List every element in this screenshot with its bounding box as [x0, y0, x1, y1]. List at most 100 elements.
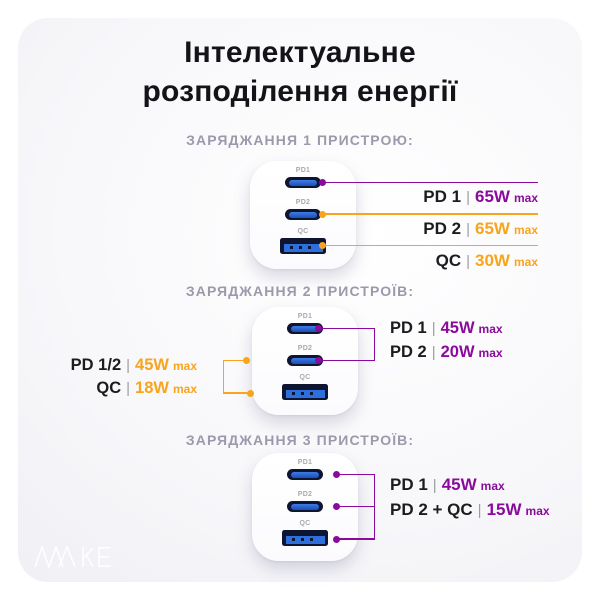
- charger-1-port-group-qc: QC: [250, 228, 356, 254]
- spec-max: max: [478, 346, 503, 360]
- spec-max: max: [513, 223, 538, 237]
- spec-separator: |: [432, 477, 437, 494]
- spec-port: PD 2: [423, 219, 462, 238]
- spec-value: 30W: [475, 250, 510, 270]
- port-label-qc: QC: [299, 374, 311, 381]
- port-label-pd2: PD2: [297, 491, 313, 498]
- spec-max: max: [513, 191, 538, 205]
- logo-letter-k-leg: [85, 555, 94, 568]
- spec-max: max: [513, 254, 538, 269]
- connector-line-s3-pd1: [336, 473, 375, 476]
- spec-value: 45W: [441, 475, 477, 494]
- port-label-pd1: PD1: [297, 313, 313, 320]
- spec-port: PD 1: [423, 187, 462, 206]
- spec-separator: |: [431, 344, 436, 361]
- connector-line-s2-pd2-left: [223, 359, 244, 362]
- charger-1-port-group-pd2: PD2: [250, 199, 356, 220]
- usb-c-port-pd1: [287, 323, 323, 334]
- connector-dot-s2-pd2: [314, 357, 322, 364]
- spec-separator: |: [466, 189, 470, 206]
- spec-value: 45W: [440, 319, 475, 337]
- spec-max: max: [480, 479, 505, 493]
- usb-c-port-pd2: [287, 501, 323, 512]
- spec-port: PD 1: [390, 319, 427, 337]
- spec-separator: |: [126, 356, 131, 374]
- connector-line-s1-pd2: [322, 213, 538, 215]
- section-1-heading: ЗАРЯДЖАННЯ 1 ПРИСТРОЮ:: [186, 132, 414, 148]
- connector-bracket-s2-left: [222, 359, 224, 394]
- connector-bracket-s2-right: [373, 327, 375, 362]
- connector-line-s2-qc-left: [223, 392, 248, 394]
- spec-max: max: [172, 358, 197, 373]
- usb-a-port-qc: [282, 530, 328, 546]
- page-title-line2: розподілення енергії: [142, 75, 458, 108]
- spec-port: PD 2: [390, 343, 427, 361]
- charger-1: PD1 PD2 QC: [250, 161, 356, 269]
- connector-line-s1-qc: [322, 244, 538, 247]
- connector-line-s1-pd1: [322, 181, 538, 184]
- usb-c-port-pd1: [287, 469, 323, 480]
- charger-3-port-group-pd2: PD2: [252, 491, 358, 512]
- port-label-qc: QC: [297, 228, 309, 235]
- usb-a-port-qc: [282, 384, 328, 400]
- connector-line-s2-pd2: [321, 359, 375, 362]
- connector-dot-s2-qc-left: [247, 389, 254, 397]
- port-label-pd1: PD1: [297, 459, 313, 466]
- spec-value: 65W: [475, 187, 510, 206]
- spec-value: 45W: [135, 355, 169, 374]
- spec-separator: |: [466, 252, 470, 270]
- port-label-pd2: PD2: [295, 199, 311, 206]
- spec-value: 15W: [486, 500, 522, 519]
- connector-line-s3-qc: [336, 538, 375, 540]
- usb-c-port-pd2: [285, 209, 321, 220]
- spec-port: QC: [96, 379, 122, 397]
- connector-bracket-s3-right: [373, 473, 375, 540]
- spec-value: 20W: [440, 343, 475, 361]
- charger-2-port-group-pd1: PD1: [252, 313, 358, 334]
- usb-a-port-qc: [280, 238, 326, 254]
- usb-c-port-pd1: [285, 177, 321, 188]
- spec-port: PD 2 + QC: [390, 500, 473, 519]
- logo-letter-m: [34, 546, 64, 568]
- port-label-qc: QC: [299, 520, 311, 527]
- spec-port: PD 1: [390, 475, 428, 494]
- spec-separator: |: [431, 320, 436, 337]
- connector-line-s2-pd1: [321, 327, 375, 330]
- page-title-line1: Інтелектуальне: [184, 36, 416, 69]
- spec-separator: |: [466, 221, 470, 238]
- charger-3-port-group-pd1: PD1: [252, 459, 358, 480]
- spec-max: max: [525, 504, 550, 518]
- page-title: Інтелектуальне розподілення енергії: [0, 33, 600, 111]
- logo-letter-k-arm: [82, 547, 94, 560]
- charger-3-port-group-qc: QC: [252, 520, 358, 546]
- logo-letter-a: [58, 546, 76, 568]
- spec-max: max: [478, 322, 503, 336]
- spec-separator: |: [126, 380, 131, 397]
- charger-1-port-group-pd1: PD1: [250, 167, 356, 188]
- port-label-pd1: PD1: [295, 167, 311, 174]
- section-2-heading: ЗАРЯДЖАННЯ 2 ПРИСТРОЇВ:: [185, 283, 415, 299]
- spec-port: PD 1/2: [70, 355, 122, 374]
- usb-c-port-pd2: [287, 355, 323, 366]
- charger-2-port-group-qc: QC: [252, 374, 358, 400]
- spec-separator: |: [477, 502, 482, 519]
- spec-value: 65W: [475, 219, 510, 238]
- charger-2-port-group-pd2: PD2: [252, 345, 358, 366]
- spec-max: max: [172, 382, 197, 396]
- port-label-pd2: PD2: [297, 345, 313, 352]
- connector-dot-s2-pd2-left: [243, 357, 250, 364]
- connector-dot-s2-pd1: [314, 325, 322, 332]
- spec-port: QC: [435, 250, 462, 270]
- charger-3: PD1 PD2 QC: [252, 453, 358, 561]
- connector-line-s3-pd2: [336, 505, 375, 508]
- make-brand-logo: [34, 546, 111, 568]
